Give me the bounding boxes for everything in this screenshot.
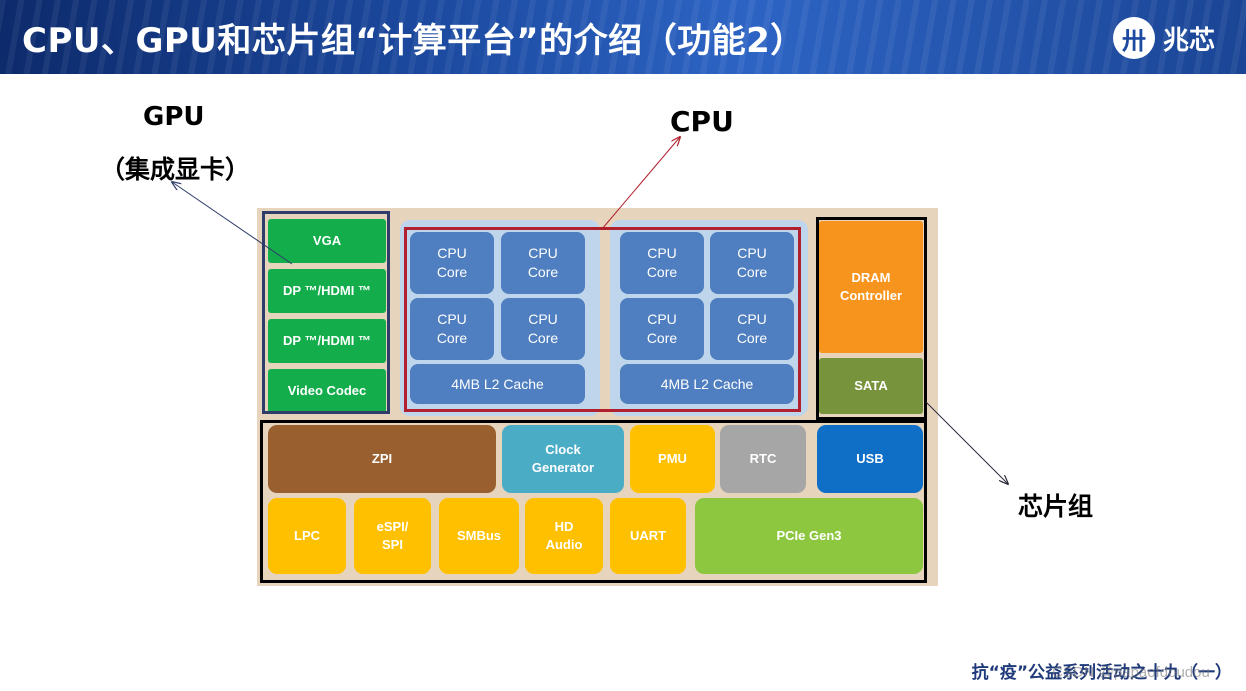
espi-spi-block: eSPI/ SPI bbox=[354, 498, 431, 574]
chipset-lower-frame bbox=[260, 420, 927, 583]
clock-generator-block: Clock Generator bbox=[502, 425, 624, 493]
rtc-block: RTC bbox=[720, 425, 806, 493]
uart-block: UART bbox=[610, 498, 686, 574]
cpu-core: CPU Core bbox=[620, 232, 704, 294]
cpu-core: CPU Core bbox=[410, 232, 494, 294]
gpu-block: DP ™/HDMI ™ bbox=[268, 269, 386, 313]
pmu-block: PMU bbox=[630, 425, 715, 493]
l2-cache: 4MB L2 Cache bbox=[620, 364, 794, 404]
footer-note: 抗“疫”公益系列活动之十九（一） bbox=[971, 663, 1232, 683]
lpc-block: LPC bbox=[268, 498, 346, 574]
chipset-callout-arrow bbox=[925, 401, 1008, 484]
gpu-block: DP ™/HDMI ™ bbox=[268, 319, 386, 363]
usb-block: USB bbox=[817, 425, 923, 493]
platform-diagram: VGA DP ™/HDMI ™ DP ™/HDMI ™ Video Codec … bbox=[257, 208, 938, 586]
l2-cache: 4MB L2 Cache bbox=[410, 364, 585, 404]
chipset-upper-frame bbox=[816, 217, 927, 420]
cpu-core: CPU Core bbox=[501, 232, 585, 294]
dram-controller-block: DRAM Controller bbox=[819, 221, 923, 353]
cpu-core: CPU Core bbox=[501, 298, 585, 360]
gpu-sublabel: （集成显卡） bbox=[100, 155, 251, 184]
chipset-label: 芯片组 bbox=[1018, 492, 1094, 521]
gpu-block: Video Codec bbox=[268, 369, 386, 413]
zhaoxin-logo: 卅 兆芯 bbox=[1113, 16, 1233, 60]
cpu-core: CPU Core bbox=[410, 298, 494, 360]
smbus-block: SMBus bbox=[439, 498, 519, 574]
logo-mark-icon: 卅 bbox=[1113, 17, 1155, 59]
pcie-gen3-block: PCIe Gen3 bbox=[695, 498, 923, 574]
gpu-label: GPU bbox=[143, 102, 205, 132]
hd-audio-block: HD Audio bbox=[525, 498, 603, 574]
cpu-label: CPU bbox=[670, 105, 734, 138]
sata-block: SATA bbox=[819, 358, 923, 414]
cpu-callout-arrow bbox=[601, 137, 680, 230]
gpu-callout-arrow bbox=[172, 182, 293, 265]
page-title: CPU、GPU和芯片组“计算平台”的介绍（功能2） bbox=[22, 21, 805, 61]
zpi-block: ZPI bbox=[268, 425, 496, 493]
gpu-block: VGA bbox=[268, 219, 386, 263]
cpu-core: CPU Core bbox=[710, 298, 794, 360]
csdn-watermark: CSDN @papaofdoudou bbox=[1052, 664, 1210, 681]
title-banner: CPU、GPU和芯片组“计算平台”的介绍（功能2） 卅 兆芯 bbox=[0, 0, 1246, 74]
gpu-frame bbox=[262, 211, 390, 414]
cpu-core: CPU Core bbox=[620, 298, 704, 360]
cpu-core: CPU Core bbox=[710, 232, 794, 294]
logo-text: 兆芯 bbox=[1163, 25, 1216, 56]
